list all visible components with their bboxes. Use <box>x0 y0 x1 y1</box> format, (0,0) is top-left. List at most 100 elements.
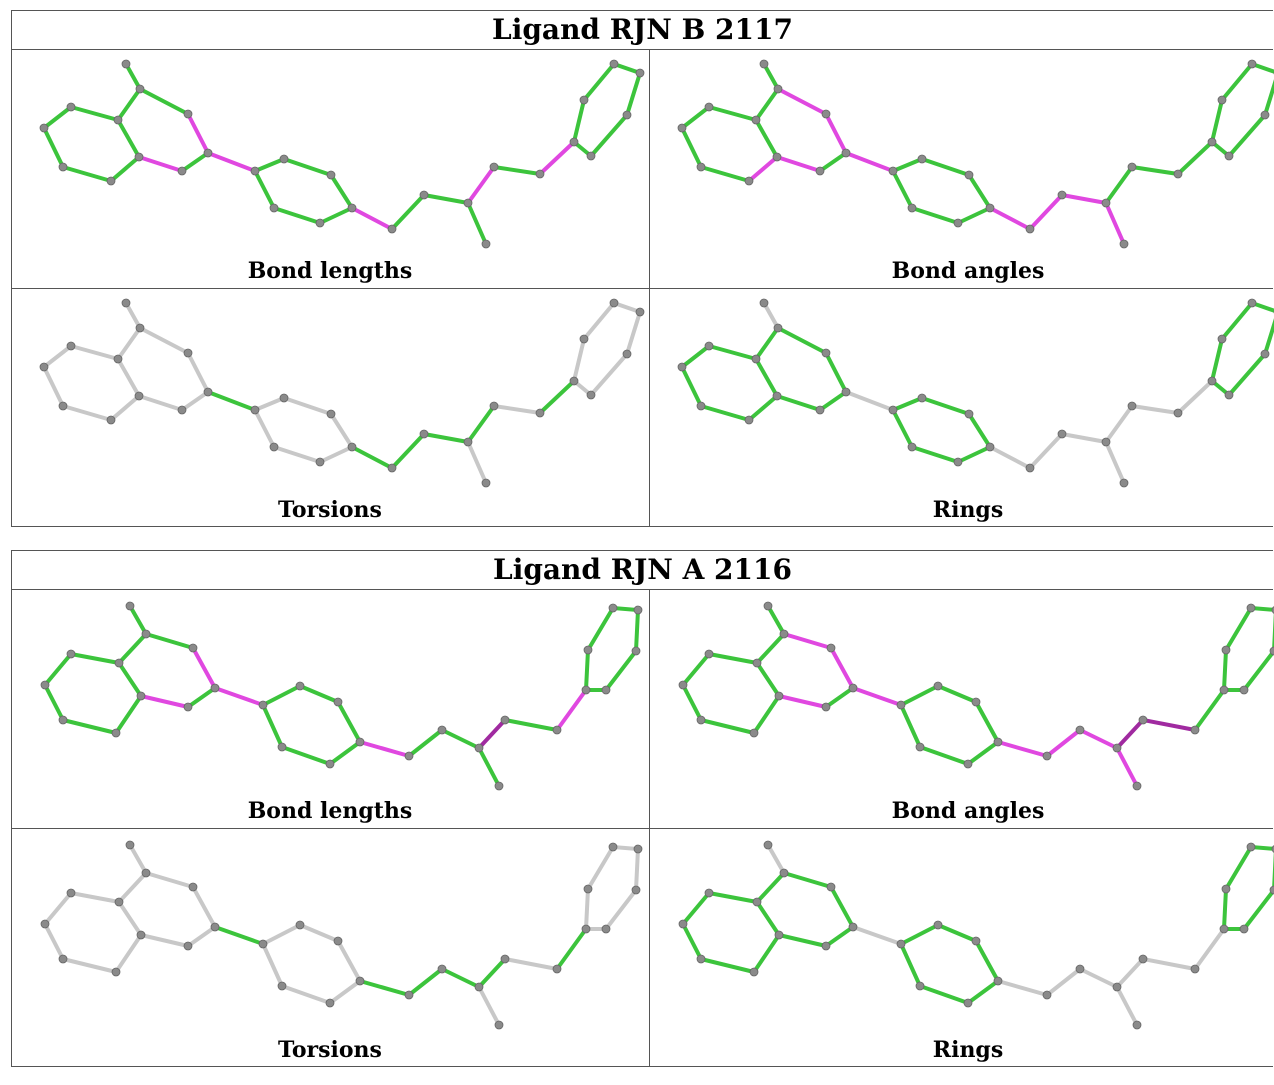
molecule-diagram <box>40 840 643 1030</box>
bond <box>144 871 195 889</box>
atom <box>586 390 596 400</box>
atom <box>569 137 579 147</box>
panel-caption: Rings <box>932 1037 1004 1063</box>
atom <box>915 981 925 991</box>
atom <box>387 224 397 234</box>
bond <box>61 165 113 183</box>
bond <box>253 396 286 412</box>
atom <box>751 115 761 125</box>
atom <box>203 148 213 158</box>
atom <box>315 218 325 228</box>
atom <box>58 954 68 964</box>
bond <box>824 112 848 155</box>
atom <box>121 59 131 69</box>
ligand-table-2: Ligand RJN A 2116 Bond lengths Bond angl… <box>11 550 1274 1067</box>
bond <box>180 390 210 412</box>
bond <box>1104 404 1134 444</box>
atom <box>40 680 50 690</box>
atom <box>773 323 783 333</box>
atom <box>135 84 145 94</box>
atom <box>500 715 510 725</box>
bond <box>1115 718 1145 750</box>
atom <box>763 840 773 850</box>
bond <box>180 151 210 173</box>
bond <box>253 408 276 449</box>
atom <box>463 198 473 208</box>
atom <box>40 919 50 929</box>
bond <box>492 404 542 415</box>
atom <box>581 685 591 695</box>
atom <box>677 123 687 133</box>
bond <box>604 649 638 692</box>
bond <box>1045 728 1082 758</box>
atom <box>177 166 187 176</box>
bond <box>261 942 284 988</box>
bond <box>584 648 590 692</box>
atom <box>696 401 706 411</box>
panel-caption: Bond angles <box>891 258 1045 284</box>
bond <box>612 301 642 314</box>
bond <box>1115 985 1139 1027</box>
bond <box>1115 746 1139 788</box>
bond <box>422 193 470 205</box>
bond <box>261 703 284 749</box>
atom <box>749 967 759 977</box>
bond <box>752 694 781 735</box>
bond <box>124 301 142 330</box>
bond <box>747 155 779 183</box>
bond <box>503 957 559 971</box>
bond <box>1176 379 1214 415</box>
bond <box>538 379 576 415</box>
bond <box>477 718 507 750</box>
atom <box>751 354 761 364</box>
atom <box>622 349 632 359</box>
bond <box>329 173 354 210</box>
bond <box>466 404 496 444</box>
bond <box>1115 957 1145 989</box>
bond <box>1141 718 1197 732</box>
bond <box>298 684 340 704</box>
bond <box>829 646 855 690</box>
bond <box>1224 845 1253 891</box>
atom <box>888 166 898 176</box>
panel-bond-angles: Bond angles <box>650 50 1274 288</box>
atom <box>141 868 151 878</box>
atom <box>586 151 596 161</box>
atom <box>917 154 927 164</box>
atom <box>325 998 335 1008</box>
atom <box>826 643 836 653</box>
atom <box>985 442 995 452</box>
bond <box>625 310 642 356</box>
bond <box>762 62 780 91</box>
atom <box>821 941 831 951</box>
atom <box>608 603 618 613</box>
bond <box>824 925 855 948</box>
bond <box>1220 301 1254 341</box>
bond <box>116 357 141 398</box>
atom <box>66 341 76 351</box>
atom <box>963 998 973 1008</box>
atom <box>114 658 124 668</box>
bond <box>910 445 960 464</box>
bond <box>766 843 786 875</box>
bond <box>891 396 924 412</box>
atom <box>953 218 963 228</box>
molecule-diagram <box>39 59 645 249</box>
bond <box>350 206 394 231</box>
bond <box>974 939 1000 983</box>
atom <box>494 1020 504 1030</box>
atom <box>177 405 187 415</box>
bond <box>707 891 759 904</box>
atom <box>188 643 198 653</box>
bond <box>61 957 118 974</box>
atom <box>489 162 499 172</box>
atom <box>58 401 68 411</box>
atom <box>1260 110 1270 120</box>
atom <box>58 715 68 725</box>
atom <box>355 976 365 986</box>
atom <box>474 982 484 992</box>
bond <box>43 922 65 961</box>
atom <box>203 387 213 397</box>
atom <box>1217 95 1227 105</box>
bond <box>967 173 992 210</box>
